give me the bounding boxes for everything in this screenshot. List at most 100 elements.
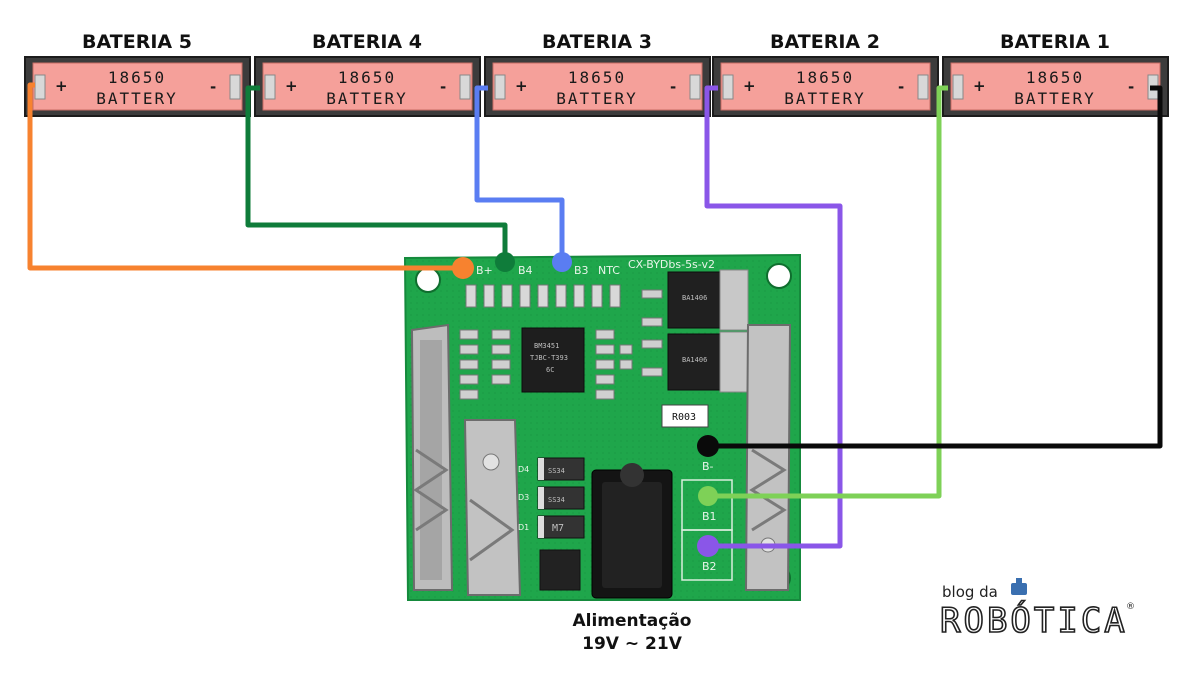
battery-cell [262,62,473,111]
shunt-label: R003 [672,412,696,423]
battery-type: BATTERY [556,89,637,108]
shunt-resistor: R003 [661,404,709,428]
spring-clip-right [744,324,792,591]
pad-bplus-label: B+ [476,264,493,277]
battery-contact-right [459,74,471,100]
mount-hole [415,267,441,293]
battery-contact-right [917,74,929,100]
battery-label: BATERIA 1 [1000,31,1110,53]
diode-d4-label: SS34 [548,467,565,475]
battery-type: BATTERY [326,89,407,108]
diode-d4-ref: D4 [518,465,529,474]
battery-cell [32,62,243,111]
battery-contact-left [264,74,276,100]
battery-contact-left [494,74,506,100]
battery-type: BATTERY [1014,89,1095,108]
solder-dot-b4 [495,252,515,272]
mosfet-1-label: BA1406 [682,294,707,302]
ic-label: BM3451 [534,342,559,350]
battery-contact-right [229,74,241,100]
battery-contact-right [689,74,701,100]
spring-clip-left [410,323,454,591]
smd-column-right [595,329,633,400]
wire-bateria5 [27,82,463,271]
wire-bateria1 [708,85,948,499]
logo-big-text: ROBÓTICA [940,600,1128,641]
pad-b2-outline [681,529,733,581]
battery-model: 18650 [338,68,396,87]
smd-column-left [459,329,511,400]
smd-row [465,284,621,308]
power-caption-line1: Alimentação [573,611,692,631]
pad-b2-label: B2 [702,560,717,573]
battery-contact-left [952,74,964,100]
battery-plus-sign: + [973,77,986,95]
solder-dot-b3 [552,252,572,272]
dc-barrel-jack [591,463,673,599]
battery-plus-sign: + [743,77,756,95]
solder-dot-bplus [452,257,474,279]
battery-cell [950,62,1161,111]
battery-model: 18650 [108,68,166,87]
diode-d1-ref: D1 [518,523,529,532]
diode-d1-label: M7 [552,523,564,534]
blog-logo: blog da ROBÓTICA ® [939,578,1135,642]
battery-label: BATERIA 4 [312,31,422,53]
diode-d3-ref: D3 [518,493,529,502]
pad-b4-label: B4 [518,264,533,277]
diode-d1: M7 D1 [518,515,585,539]
battery-minus-sign: - [898,78,904,96]
battery-type: BATTERY [784,89,865,108]
solder-dot-b2 [697,535,719,557]
mosfet-2-label: BA1406 [682,356,707,364]
spring-clip-center [463,419,522,596]
regulator-ic [539,549,581,591]
diode-d3-label: SS34 [548,496,565,504]
bms-ic: BM3451 TJBC-T393 6C [521,327,585,393]
battery-model: 18650 [796,68,854,87]
wire-bateria2 [704,85,843,549]
wire-bateria4 [245,85,508,262]
battery-label: BATERIA 2 [770,31,880,53]
board-title: CX-BYDbs-5s-v2 [628,258,715,271]
battery-cell [492,62,703,111]
wires [27,82,1163,549]
pad-ntc-label: NTC [598,264,620,277]
pad-b1-label: B1 [702,510,717,523]
battery-plus-sign: + [55,77,68,95]
battery-model: 18650 [568,68,626,87]
solder-dot-b1 [698,486,718,506]
battery-minus-sign: - [670,78,676,96]
battery-label: BATERIA 3 [542,31,652,53]
mount-hole [766,263,792,289]
battery-plus-sign: + [515,77,528,95]
mosfet-2: BA1406 [641,331,749,393]
battery-plus-sign: + [285,77,298,95]
mosfet-1: BA1406 [641,269,749,331]
robot-icon [1011,578,1027,595]
battery-model: 18650 [1026,68,1084,87]
pad-b3-label: B3 [574,264,589,277]
battery-minus-sign: - [1128,78,1134,96]
solder-dot-bminus [697,435,719,457]
logo-small-text: blog da [942,583,998,601]
diode-d3: SS34 D3 [518,486,585,510]
pad-bminus-label: B- [702,460,714,473]
solder-points [452,252,719,557]
battery-cell [720,62,931,111]
power-caption-line2: 19V ~ 21V [582,634,683,654]
wire-negative [708,85,1163,449]
battery-minus-sign: - [440,78,446,96]
ic-sublabel: TJBC-T393 [530,354,568,362]
wire-bateria3 [474,85,565,262]
battery-label: BATERIA 5 [82,31,192,53]
battery-contact-left [722,74,734,100]
battery-type: BATTERY [96,89,177,108]
